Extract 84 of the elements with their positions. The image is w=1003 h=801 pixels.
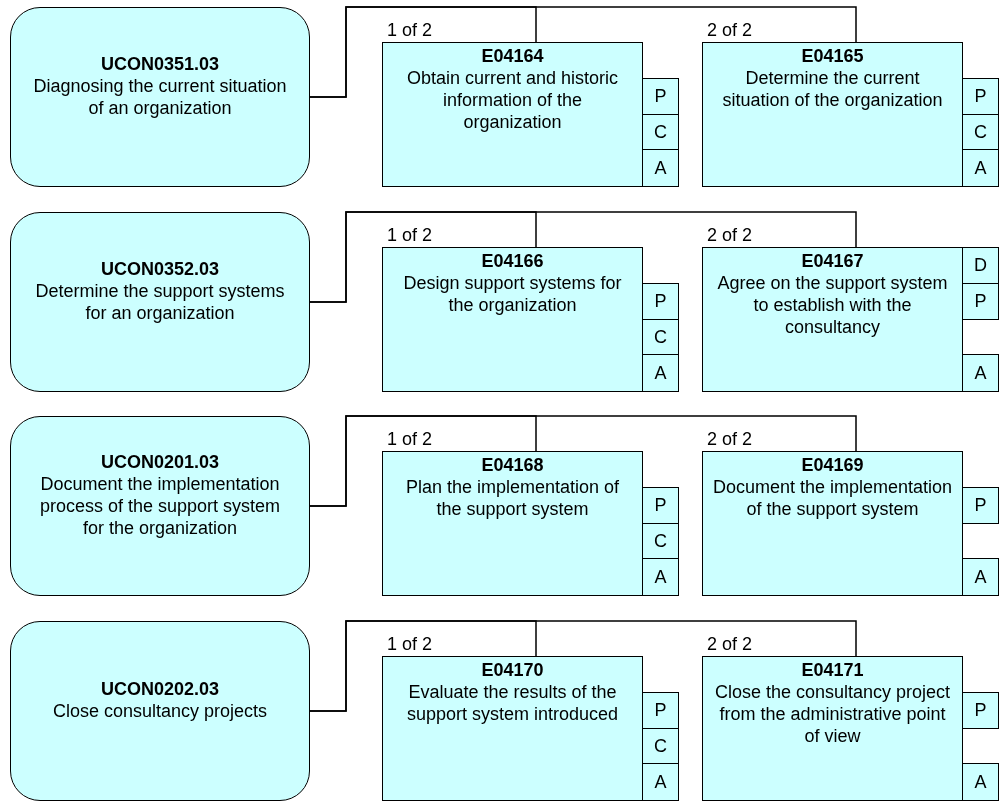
letter-label: P — [974, 86, 987, 107]
sequence-label: 2 of 2 — [707, 19, 753, 41]
letter-label: P — [974, 700, 987, 721]
unit-box — [10, 416, 310, 596]
description-text: Plan the implementation of the support system — [404, 476, 621, 520]
description-text: Document the implementation of the support system — [712, 476, 953, 520]
letter-label: A — [974, 771, 987, 793]
sequence-label: 2 of 2 — [707, 633, 753, 655]
description-text: Document the implementation process of the support system for the organization — [38, 473, 282, 539]
description-text: Determine the current situation of the organization — [721, 67, 944, 111]
responsibility-box — [642, 763, 679, 801]
letter-label: D — [974, 255, 987, 276]
description-text: Diagnosing the current situation of an organization — [32, 75, 288, 119]
responsibility-box — [642, 487, 679, 524]
letter-label: C — [654, 531, 667, 552]
sequence-label: 1 of 2 — [387, 428, 433, 450]
code-label: E04168 — [481, 454, 544, 476]
responsibility-box — [642, 78, 679, 115]
sequence-label: 2 of 2 — [707, 428, 753, 450]
description-text: Close consultancy projects — [52, 700, 268, 722]
sequence-label: 1 of 2 — [387, 633, 433, 655]
letter-label: P — [654, 291, 667, 312]
responsibility-box — [962, 558, 999, 596]
code-label: E04167 — [801, 250, 864, 272]
code-label: UCON0351.03 — [100, 53, 220, 75]
letter-label: P — [974, 291, 987, 312]
letter-label: P — [974, 495, 987, 516]
responsibility-box — [642, 283, 679, 320]
letter-label: A — [654, 771, 667, 793]
letter-label: P — [654, 86, 667, 107]
responsibility-box — [962, 149, 999, 187]
connector-line — [309, 6, 857, 98]
connector-line — [309, 211, 857, 303]
code-label: UCON0201.03 — [100, 451, 220, 473]
unit-box — [10, 7, 310, 187]
letter-label: A — [974, 157, 987, 179]
responsibility-box — [642, 354, 679, 392]
letter-label: C — [654, 327, 667, 348]
responsibility-box — [962, 763, 999, 801]
letter-label: P — [654, 700, 667, 721]
connector-line — [309, 620, 857, 712]
letter-label: A — [974, 362, 987, 384]
connector-line — [309, 415, 857, 507]
unit-box — [10, 621, 310, 801]
description-text: Determine the support systems for an organization — [34, 280, 286, 324]
description-text: Obtain current and historic information of the organization — [405, 67, 620, 133]
responsibility-box — [962, 487, 999, 524]
responsibility-box — [642, 319, 679, 356]
responsibility-box — [642, 728, 679, 765]
sequence-label: 1 of 2 — [387, 224, 433, 246]
responsibility-box — [642, 114, 679, 151]
responsibility-box — [962, 354, 999, 392]
letter-label: A — [974, 566, 987, 588]
letter-label: A — [654, 566, 667, 588]
description-text: Agree on the support system to establish with the consultancy — [716, 272, 949, 338]
responsibility-box — [642, 523, 679, 560]
unit-box — [10, 212, 310, 392]
responsibility-box — [642, 149, 679, 187]
sequence-label: 1 of 2 — [387, 19, 433, 41]
letter-label: A — [654, 157, 667, 179]
responsibility-box — [962, 247, 999, 284]
responsibility-box — [962, 78, 999, 115]
letter-label: C — [654, 122, 667, 143]
code-label: UCON0352.03 — [100, 258, 220, 280]
letter-label: A — [654, 362, 667, 384]
code-label: E04166 — [481, 250, 544, 272]
description-text: Evaluate the results of the support system introduced — [405, 681, 620, 725]
responsibility-box — [642, 692, 679, 729]
responsibility-box — [962, 283, 999, 320]
letter-label: P — [654, 495, 667, 516]
sequence-label: 2 of 2 — [707, 224, 753, 246]
letter-label: C — [654, 736, 667, 757]
responsibility-box — [962, 692, 999, 729]
letter-label: C — [974, 122, 987, 143]
responsibility-box — [962, 114, 999, 151]
code-label: E04165 — [801, 45, 864, 67]
code-label: E04169 — [801, 454, 864, 476]
code-label: E04171 — [801, 659, 864, 681]
code-label: E04170 — [481, 659, 544, 681]
description-text: Close the consultancy project from the administrative point of view — [713, 681, 952, 747]
responsibility-box — [642, 558, 679, 596]
code-label: UCON0202.03 — [100, 678, 220, 700]
description-text: Design support systems for the organization — [402, 272, 623, 316]
code-label: E04164 — [481, 45, 544, 67]
